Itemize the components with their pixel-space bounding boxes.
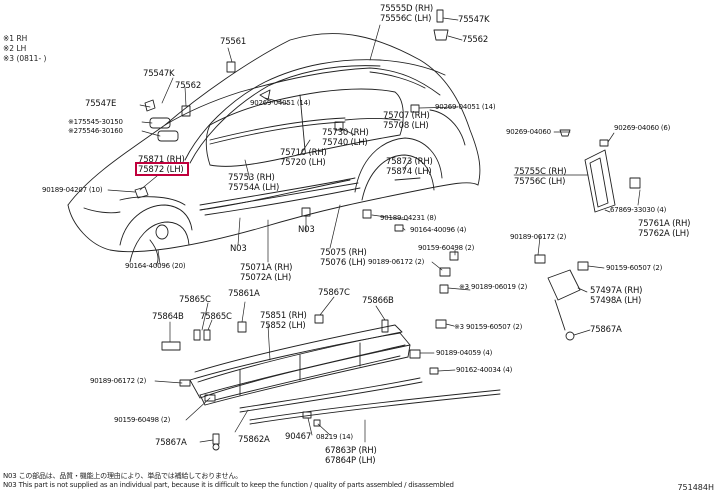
part-label-75071a: 75071A (RH) xyxy=(240,263,293,273)
part-label-67869-33030: 67869-33030 (4) xyxy=(610,206,667,214)
part-label-75556c: 75556C (LH) xyxy=(380,14,432,24)
part-label-90159-60507-b: ※3 90159-60507 (2) xyxy=(454,323,523,331)
part-label-75546-30160: ※275546-30160 xyxy=(68,127,123,135)
part-label-90269-04051-a: 90269-04051 (14) xyxy=(250,99,311,107)
lower-moulding-drawing xyxy=(239,377,501,425)
part-label-75872: 75872 (LH) xyxy=(138,165,184,175)
part-label-08219: 08219 (14) xyxy=(316,433,353,441)
part-label-90189-04231: 90189-04231 (8) xyxy=(380,214,437,222)
part-label-75707: 75707 (RH) xyxy=(383,111,430,121)
roof-moulding-drawing xyxy=(184,59,446,164)
part-label-75740: 75740 (LH) xyxy=(322,138,368,148)
part-label-75761a: 75761A (RH) xyxy=(638,219,691,229)
part-label-75730: 75730 (RH) xyxy=(322,128,369,138)
highlight-box-75872 xyxy=(135,162,189,176)
part-label-75874: 75874 (LH) xyxy=(386,167,432,177)
label-n03-a: N03 xyxy=(230,244,247,254)
part-label-90467: 90467 xyxy=(285,432,312,442)
part-label-75720: 75720 (LH) xyxy=(280,158,326,168)
part-label-90189-06172-a: 90189-06172 (2) xyxy=(368,258,425,266)
part-label-75562: 75562 xyxy=(175,81,202,91)
legend-item-lh: ※2 LH xyxy=(3,44,27,53)
part-label-90269-04060-left: 90269-04060 xyxy=(506,128,551,136)
label-n03-b: N03 xyxy=(298,225,315,235)
part-label-75075: 75075 (RH) xyxy=(320,248,367,258)
part-label-57497a: 57497A (RH) xyxy=(590,286,643,296)
part-label-75873: 75873 (RH) xyxy=(386,157,433,167)
part-label-75852: 75852 (LH) xyxy=(260,321,306,331)
diagram-code: 751484H xyxy=(677,483,714,492)
part-label-67863p: 67863P (RH) xyxy=(325,446,377,456)
part-label-75866b: 75866B xyxy=(362,296,394,306)
bracket-drawing xyxy=(534,254,589,341)
part-label-75862a: 75862A xyxy=(238,435,270,445)
part-label-75076: 75076 (LH) xyxy=(320,258,366,268)
part-label-75861a: 75861A xyxy=(228,289,260,299)
part-label-75555d: 75555D (RH) xyxy=(380,4,434,14)
part-label-90164-40096-a: 90164-40096 (4) xyxy=(410,226,467,234)
lower-left-parts-drawing xyxy=(161,321,321,451)
part-label-75561: 75561 xyxy=(220,37,247,47)
side-skirt-drawing xyxy=(189,324,411,406)
part-label-57498a: 57498A (LH) xyxy=(590,296,642,306)
legend: ※1 RH ※2 LH ※3 (0811- ) xyxy=(3,34,46,64)
front-wheel-liner-drawing xyxy=(119,204,193,266)
part-label-75753: 75753 (RH) xyxy=(228,173,275,183)
part-label-75754a: 75754A (LH) xyxy=(228,183,280,193)
part-label-75867a-right: 75867A xyxy=(590,325,622,335)
part-label-90159-60498-b: 90159-60498 (2) xyxy=(114,416,171,424)
part-label-75864b: 75864B xyxy=(152,312,184,322)
part-label-90269-04051-b: 90269-04051 (14) xyxy=(435,103,496,111)
part-label-67864p: 67864P (LH) xyxy=(325,456,376,466)
rear-wheel-liner-drawing xyxy=(354,137,443,201)
part-label-90189-06019: ※3 90189-06019 (2) xyxy=(459,283,528,291)
part-label-75865c-b: 75865C xyxy=(200,312,232,322)
footnote-japanese: N03 この部品は、品質・機能上の理由により、単品では補給しておりません。 xyxy=(3,472,242,480)
part-label-90189-06172-b: 90189-06172 (2) xyxy=(510,233,567,241)
legend-item-date: ※3 (0811- ) xyxy=(3,54,47,63)
part-label-90189-04207: 90189-04207 (10) xyxy=(42,186,103,194)
part-label-90162-40034: 90162-40034 (4) xyxy=(456,366,513,374)
part-label-75545-30150: ※175545-30150 xyxy=(68,118,123,126)
part-label-90189-06172-c: 90189-06172 (2) xyxy=(90,377,147,385)
part-label-75871: 75871 (RH) xyxy=(138,155,185,165)
part-label-75562-top: 75562 xyxy=(462,35,489,45)
belt-moulding-drawing xyxy=(209,117,401,145)
rocker-moulding-drawing xyxy=(199,177,361,216)
part-label-75547k-top: 75547K xyxy=(458,15,490,25)
legend-item-rh: ※1 RH xyxy=(3,34,28,43)
part-label-75756c: 75756C (LH) xyxy=(514,177,566,187)
part-label-75547k: 75547K xyxy=(143,69,175,79)
part-label-90189-04059: 90189-04059 (4) xyxy=(436,349,493,357)
part-label-75867c: 75867C xyxy=(318,288,350,298)
part-label-75865c: 75865C xyxy=(179,295,211,305)
part-label-75867a-left: 75867A xyxy=(155,438,187,448)
part-label-75851: 75851 (RH) xyxy=(260,311,307,321)
footnote-english: N03 This part is not supplied as an indi… xyxy=(3,481,454,489)
part-label-90159-60507-a: 90159-60507 (2) xyxy=(606,264,663,272)
part-label-90164-40096-b: 90164-40096 (20) xyxy=(125,262,186,270)
part-label-75762a: 75762A (LH) xyxy=(638,229,690,239)
part-label-75710: 75710 (RH) xyxy=(280,148,327,158)
part-label-90159-60498-a: 90159-60498 (2) xyxy=(418,244,475,252)
part-label-75072a: 75072A (LH) xyxy=(240,273,292,283)
part-label-90269-04060: 90269-04060 (6) xyxy=(614,124,671,132)
part-label-75708: 75708 (LH) xyxy=(383,121,429,131)
rear-flap-drawing xyxy=(584,149,616,213)
part-label-75755c: 75755C (RH) xyxy=(514,167,567,177)
part-label-75547e: 75547E xyxy=(85,99,117,109)
leader-lines xyxy=(107,17,641,443)
